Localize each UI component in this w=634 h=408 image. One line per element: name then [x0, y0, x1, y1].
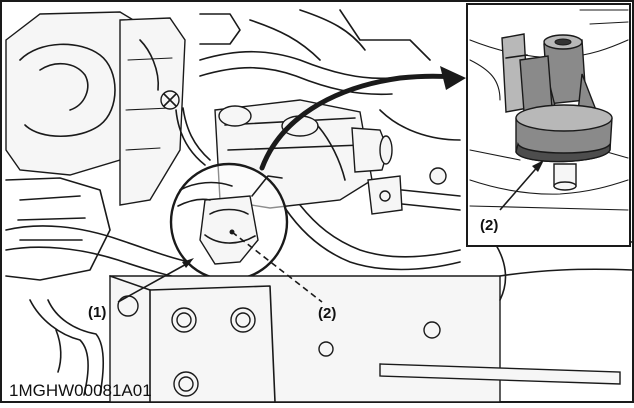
callout-part-2: (2)	[318, 305, 336, 322]
bottom-frame-illustration	[109, 236, 633, 403]
upper-hoses-illustration	[199, 9, 461, 141]
figure-id-label: 1MGHW00081A01	[9, 381, 152, 400]
engine-block-illustration	[5, 11, 211, 396]
inset-callout-part-2: (2)	[480, 217, 498, 234]
detail-magnifier-circle	[169, 162, 289, 282]
magnify-arrow	[259, 66, 466, 171]
callout-part-1: (1)	[88, 304, 106, 321]
leader-lines	[117, 231, 323, 303]
inset-detail-panel	[466, 3, 631, 247]
